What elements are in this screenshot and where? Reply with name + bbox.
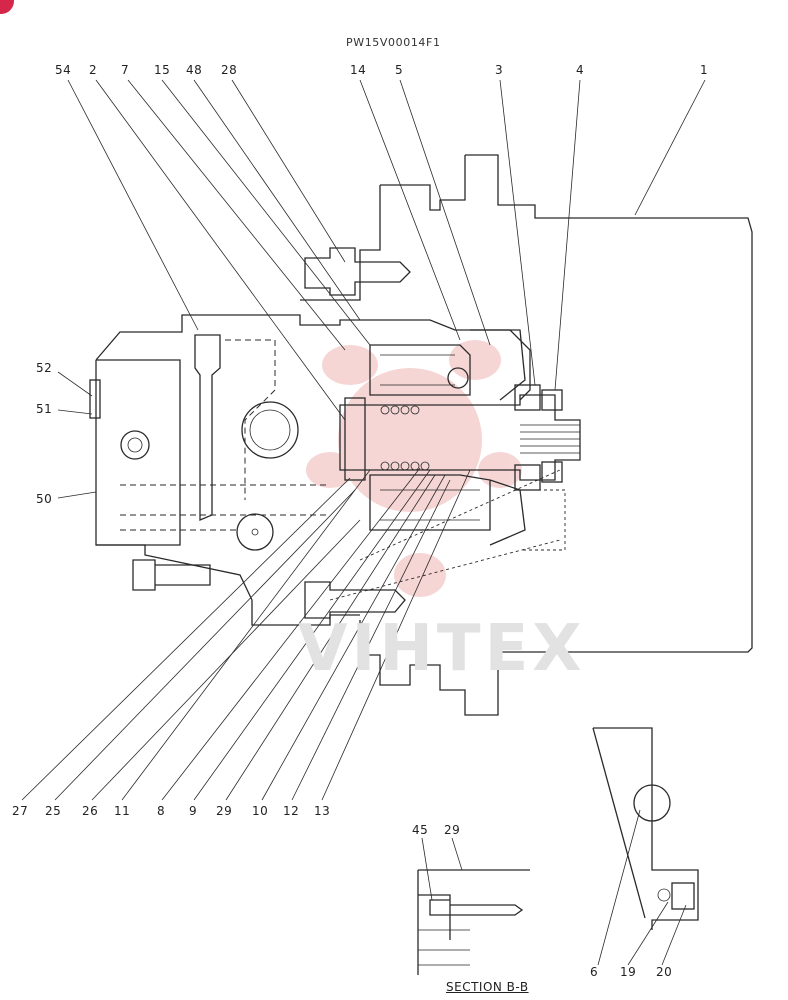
pin-54 (194, 334, 221, 521)
passage-lower (120, 484, 330, 531)
leaders-top (67, 79, 706, 421)
detail-plug (671, 882, 695, 910)
callout-29-section: 29 (444, 823, 461, 837)
callout-19: 19 (620, 965, 637, 979)
callout-12: 12 (283, 804, 300, 818)
callout-3: 3 (495, 63, 504, 77)
callout-11: 11 (114, 804, 131, 818)
callout-20: 20 (656, 965, 673, 979)
callout-51: 51 (36, 402, 53, 416)
oil-seal-lower (541, 461, 563, 483)
callout-7: 7 (121, 63, 130, 77)
bolt-28 (304, 247, 411, 296)
callout-2: 2 (89, 63, 98, 77)
plug-lower-left (132, 559, 211, 591)
callout-52: 52 (36, 361, 53, 375)
passage-right (329, 469, 561, 601)
detail-small-ball (657, 888, 671, 902)
cover-bolt (120, 430, 150, 460)
callout-48: 48 (186, 63, 203, 77)
end-cover (96, 359, 181, 546)
cover-bolt-head (127, 437, 143, 453)
leaders-left (57, 371, 97, 499)
check-ball-center (251, 528, 259, 536)
detail-ball (633, 784, 671, 822)
callout-8: 8 (157, 804, 166, 818)
section-bb-drawing (417, 837, 530, 975)
callout-25: 25 (45, 804, 62, 818)
cover-plug (89, 379, 101, 419)
shaft-bearing-left (344, 397, 366, 481)
callout-9: 9 (189, 804, 198, 818)
shaft-spline (520, 424, 580, 454)
passage-upper (225, 339, 276, 500)
callout-50: 50 (36, 492, 53, 506)
housing-inner-left (300, 185, 381, 301)
swash-ball (447, 367, 469, 389)
bearing-balls-lower (380, 461, 430, 471)
callout-14: 14 (350, 63, 367, 77)
front-bearing-upper (514, 384, 541, 411)
callout-15: 15 (154, 63, 171, 77)
port-bore (241, 401, 299, 459)
detail-drawing (592, 727, 699, 966)
document-id: PW15V00014F1 (346, 36, 441, 49)
callout-5: 5 (395, 63, 404, 77)
oil-seal-upper (541, 389, 563, 411)
bolt-lower (304, 581, 406, 619)
callout-26: 26 (82, 804, 99, 818)
callout-54: 54 (55, 63, 72, 77)
leaders-bottom (21, 467, 471, 801)
piston-lines (380, 354, 480, 521)
section-title: SECTION B-B (446, 980, 529, 994)
callout-1: 1 (700, 63, 709, 77)
callout-4: 4 (576, 63, 585, 77)
callout-28: 28 (221, 63, 238, 77)
callout-13: 13 (314, 804, 331, 818)
callout-29: 29 (216, 804, 233, 818)
callout-27: 27 (12, 804, 29, 818)
check-ball-seat (236, 513, 274, 551)
callout-10: 10 (252, 804, 269, 818)
swash-plate (470, 329, 526, 546)
drive-shaft (339, 394, 581, 481)
callout-6: 6 (590, 965, 599, 979)
callout-45: 45 (412, 823, 429, 837)
motor-housing (359, 154, 753, 716)
rear-hidden (520, 489, 566, 551)
port-bore-inner (249, 409, 291, 451)
watermark-text: VIHTEX (298, 612, 586, 686)
bearing-balls-upper (380, 405, 420, 415)
